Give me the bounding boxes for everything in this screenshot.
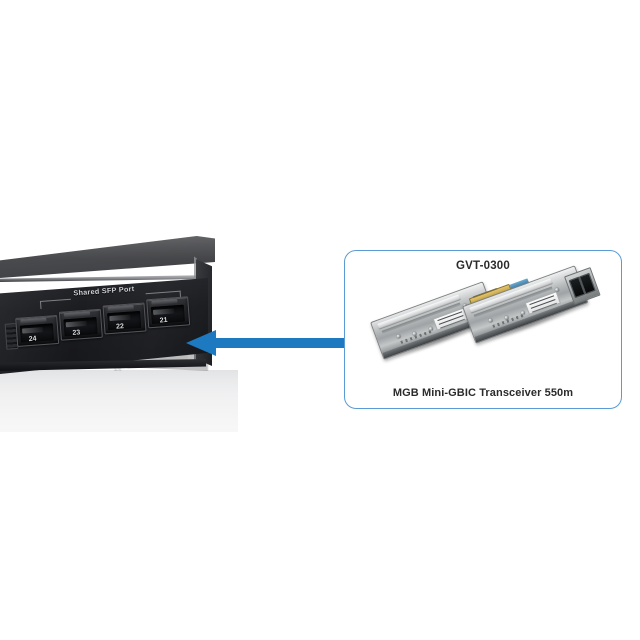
sfp-screw [554,286,560,293]
sfp-transceiver-product-photo [370,265,605,379]
sfp-module-right [462,265,601,347]
sfp-port-latch [107,305,134,312]
sfp-port-latch [63,311,91,318]
shared-sfp-port-label: Shared SFP Port [73,284,135,298]
sfp-port-22[interactable] [102,302,147,335]
product-callout-box: GVT-0300 [344,250,622,409]
port-number-23: 23 [72,329,81,337]
product-model-title: GVT-0300 [455,260,511,272]
product-caption: MGB Mini-GBIC Transceiver 550m [392,387,574,399]
desk-surface [0,370,238,432]
chassis-seam [0,275,212,282]
port-number-24: 24 [28,335,37,344]
port-number-21: 21 [159,316,168,325]
port-number-22: 22 [115,323,125,331]
sfp-port-21[interactable] [146,296,191,329]
callout-pointer-arrow [186,330,346,356]
sfp-port-latch [151,299,178,306]
sfp-port-latch [20,317,47,324]
sfp-screw [395,333,401,339]
chassis-top-panel [0,236,215,278]
sfp-screw [487,317,493,323]
sfp-port-24[interactable] [15,314,60,347]
sfp-port-23[interactable] [58,308,103,341]
arrow-shaft [212,338,346,348]
